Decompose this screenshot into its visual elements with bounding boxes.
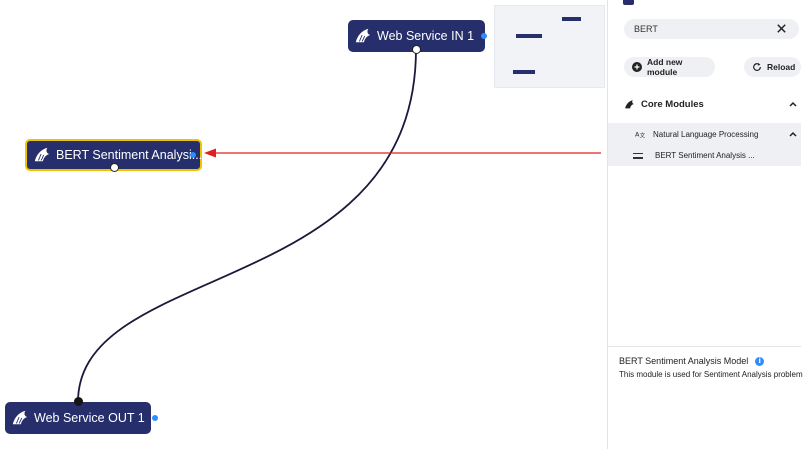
bird-logo-icon [34, 147, 50, 162]
svg-text:文: 文 [640, 132, 646, 140]
minimap-node [562, 17, 581, 21]
module-search[interactable] [624, 19, 799, 39]
node-label: Web Service IN 1 [377, 29, 475, 43]
add-new-module-button[interactable]: Add new module [624, 57, 715, 77]
core-modules-header[interactable]: Core Modules [608, 93, 801, 115]
status-dot [190, 152, 196, 158]
drag-handle-icon[interactable] [633, 152, 643, 159]
node-web-service-out[interactable]: Web Service OUT 1 [5, 402, 169, 434]
divider [608, 346, 801, 347]
search-input[interactable] [632, 23, 766, 35]
output-port[interactable] [110, 163, 119, 172]
input-port[interactable] [74, 397, 83, 406]
module-item-bert[interactable]: BERT Sentiment Analysis ... [608, 145, 801, 166]
chevron-up-icon[interactable] [788, 99, 798, 109]
bird-logo-icon [12, 410, 28, 425]
add-new-module-label: Add new module [647, 57, 683, 77]
module-info-name: BERT Sentiment Analysis Model [619, 356, 749, 366]
module-item-label: BERT Sentiment Analysis ... [655, 151, 755, 160]
close-icon[interactable] [775, 22, 788, 35]
module-sidebar: Add new module Reload Core Modules A文 Na… [607, 0, 803, 449]
bird-logo-icon [355, 28, 371, 43]
node-label: BERT Sentiment Analysi... [56, 148, 203, 162]
minimap-node [513, 70, 535, 74]
kebab-menu-icon[interactable] [165, 411, 169, 425]
module-info-title: BERT Sentiment Analysis Model i [619, 356, 765, 366]
node-web-service-in[interactable]: Web Service IN 1 [348, 20, 498, 52]
status-dot [481, 33, 488, 39]
reload-button[interactable]: Reload [744, 57, 801, 77]
chevron-up-icon[interactable] [788, 129, 798, 139]
reload-icon [753, 62, 761, 71]
reload-label: Reload [767, 62, 796, 72]
info-icon[interactable]: i [755, 356, 765, 366]
minimap-node [516, 34, 542, 38]
core-modules-label: Core Modules [641, 98, 704, 110]
module-info-description: This module is used for Sentiment Analys… [619, 370, 803, 379]
panel-tab-indicator [623, 0, 634, 5]
add-circle-icon [632, 62, 642, 72]
svg-text:A: A [635, 131, 640, 139]
bird-logo-icon [625, 99, 634, 108]
minimap[interactable] [494, 5, 605, 88]
category-label: Natural Language Processing [653, 129, 759, 139]
output-port[interactable] [412, 45, 421, 54]
status-dot [151, 415, 158, 421]
node-label: Web Service OUT 1 [34, 411, 145, 425]
kebab-menu-icon[interactable] [203, 148, 207, 162]
